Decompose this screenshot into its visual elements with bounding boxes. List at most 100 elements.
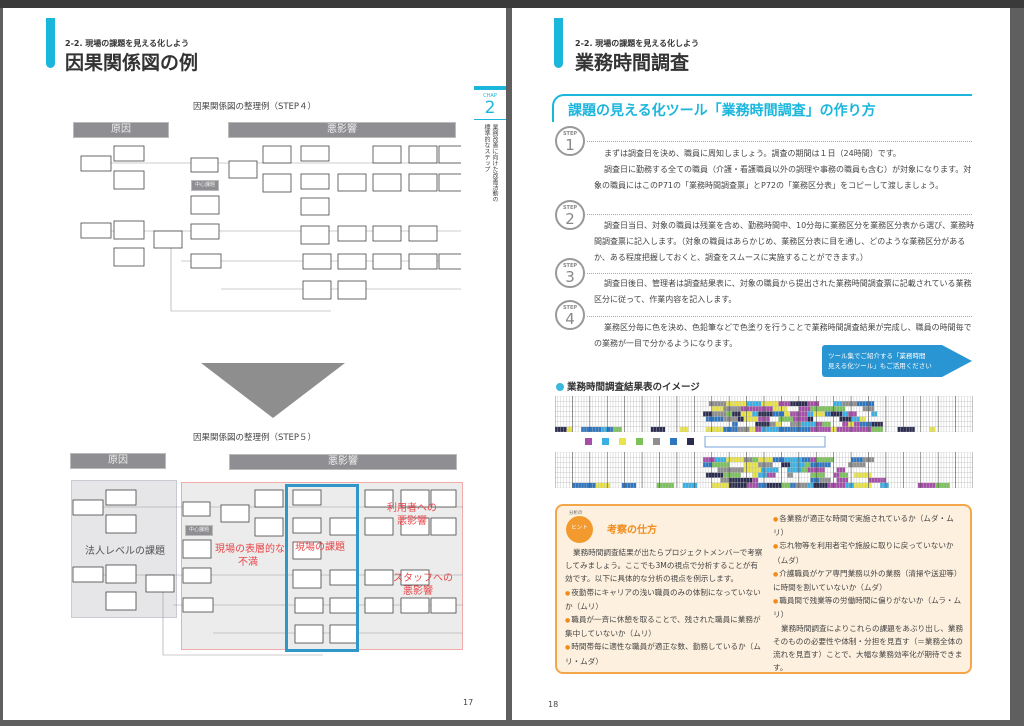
grid-cell bbox=[964, 396, 968, 402]
grid-cell bbox=[589, 396, 593, 402]
grid-cell bbox=[940, 421, 945, 428]
grid-cell bbox=[969, 467, 973, 473]
grid-cell bbox=[656, 406, 660, 412]
causal-diagram-step5: 原因 悪影響 中心課題 法人レベルの課題 現場の表層的な 不満 現場の課題 利用… bbox=[63, 440, 473, 660]
grid-cell bbox=[679, 396, 683, 402]
grid-cell bbox=[653, 396, 657, 402]
grid-cell bbox=[612, 426, 617, 432]
cause-effect-box bbox=[337, 173, 367, 192]
grid-cell bbox=[868, 477, 872, 484]
grid-cell bbox=[737, 467, 741, 473]
grid-cell bbox=[868, 482, 872, 488]
grid-cell bbox=[772, 406, 776, 412]
grid-cell bbox=[888, 456, 892, 463]
grid-cell bbox=[903, 456, 907, 463]
staff-impact-label-1: スタッフへの bbox=[393, 573, 453, 584]
grid-cell bbox=[743, 411, 747, 417]
grid-cell bbox=[816, 416, 820, 422]
cause-effect-box bbox=[364, 489, 394, 508]
page-18: 2-2. 現場の課題を見える化しよう 業務時間調査 課題の見える化ツール「業務時… bbox=[512, 8, 1010, 720]
grid-cell bbox=[911, 396, 916, 402]
analysis-hint-box: ヒント 分析の 考察の仕方 業務時間調査結果が出たらプロジェクトメンバーで考察し… bbox=[555, 504, 972, 674]
grid-cell bbox=[877, 396, 881, 402]
grid-cell bbox=[943, 411, 948, 417]
grid-cell bbox=[662, 396, 666, 402]
grid-cell bbox=[784, 416, 788, 422]
grid-cell bbox=[621, 462, 625, 468]
diagram-boxes bbox=[80, 145, 461, 312]
grid-cell bbox=[903, 400, 907, 407]
grid-cell bbox=[908, 467, 913, 473]
grid-cell bbox=[717, 482, 721, 488]
grid-cell bbox=[662, 406, 666, 412]
cause-effect-box bbox=[294, 597, 324, 614]
grid-cell bbox=[891, 426, 895, 432]
grid-cell bbox=[778, 426, 782, 432]
grid-cell bbox=[610, 456, 614, 463]
grid-cell bbox=[903, 477, 907, 484]
grid-cell bbox=[682, 472, 686, 478]
grid-cell bbox=[833, 462, 837, 468]
grid-cell bbox=[792, 452, 797, 458]
grid-cell bbox=[708, 456, 712, 463]
grid-cell bbox=[563, 472, 567, 478]
grid-cell bbox=[705, 452, 709, 458]
grid-cell bbox=[778, 467, 782, 473]
grid-cell bbox=[760, 467, 765, 473]
grid-cell bbox=[720, 416, 724, 422]
grid-cell bbox=[775, 411, 779, 417]
grid-cell bbox=[595, 462, 599, 468]
grid-cell bbox=[691, 416, 695, 422]
grid-cell bbox=[639, 462, 643, 468]
grid-cell bbox=[720, 482, 724, 488]
grid-cell bbox=[607, 411, 611, 417]
grid-cell bbox=[816, 396, 820, 402]
grid-cell bbox=[839, 406, 843, 412]
grid-cell bbox=[804, 421, 808, 428]
grid-cell bbox=[755, 416, 759, 422]
grid-cell bbox=[801, 482, 805, 488]
grid-cell bbox=[859, 400, 863, 407]
grid-cell bbox=[592, 406, 596, 412]
grid-cell bbox=[583, 411, 588, 417]
grid-cell bbox=[639, 456, 643, 463]
grid-cell bbox=[920, 467, 924, 473]
grid-cell bbox=[926, 462, 930, 468]
grid-cell bbox=[926, 472, 930, 478]
legend-swatch bbox=[670, 438, 677, 445]
grid-cell bbox=[798, 396, 802, 402]
hint-bullet: 忘れ物等を利用者宅や施設に取りに戻っていないか（ムダ） bbox=[773, 539, 965, 566]
grid-cell bbox=[726, 421, 730, 428]
grid-cell bbox=[888, 411, 892, 417]
grid-cell bbox=[604, 477, 608, 484]
grid-cell bbox=[749, 477, 753, 484]
grid-cell bbox=[804, 482, 808, 488]
grid-cell bbox=[955, 400, 959, 407]
grid-cell bbox=[935, 400, 939, 407]
grid-cell bbox=[787, 482, 791, 488]
grid-cell bbox=[740, 411, 744, 417]
grid-cell bbox=[807, 456, 811, 463]
grid-cell bbox=[621, 400, 625, 407]
grid-cell bbox=[839, 472, 843, 478]
grid-cell bbox=[755, 482, 759, 488]
grid-cell bbox=[572, 421, 576, 428]
grid-cell bbox=[920, 452, 924, 458]
grid-cell bbox=[877, 406, 881, 412]
grid-cell bbox=[882, 396, 887, 402]
grid-cell bbox=[908, 416, 913, 422]
grid-cell bbox=[688, 452, 692, 458]
grid-cell bbox=[627, 406, 631, 412]
grid-cell bbox=[636, 472, 640, 478]
grid-cell bbox=[569, 456, 573, 463]
grid-cell bbox=[697, 452, 701, 458]
grid-cell bbox=[717, 456, 721, 463]
hint-title: 考察の仕方 bbox=[607, 525, 657, 536]
survey-result-image bbox=[555, 396, 973, 496]
grid-cell bbox=[749, 411, 753, 417]
chapter-label: CHAP bbox=[483, 93, 497, 99]
grid-cell bbox=[656, 477, 660, 484]
grid-cell bbox=[969, 477, 973, 484]
grid-cell bbox=[958, 416, 962, 422]
